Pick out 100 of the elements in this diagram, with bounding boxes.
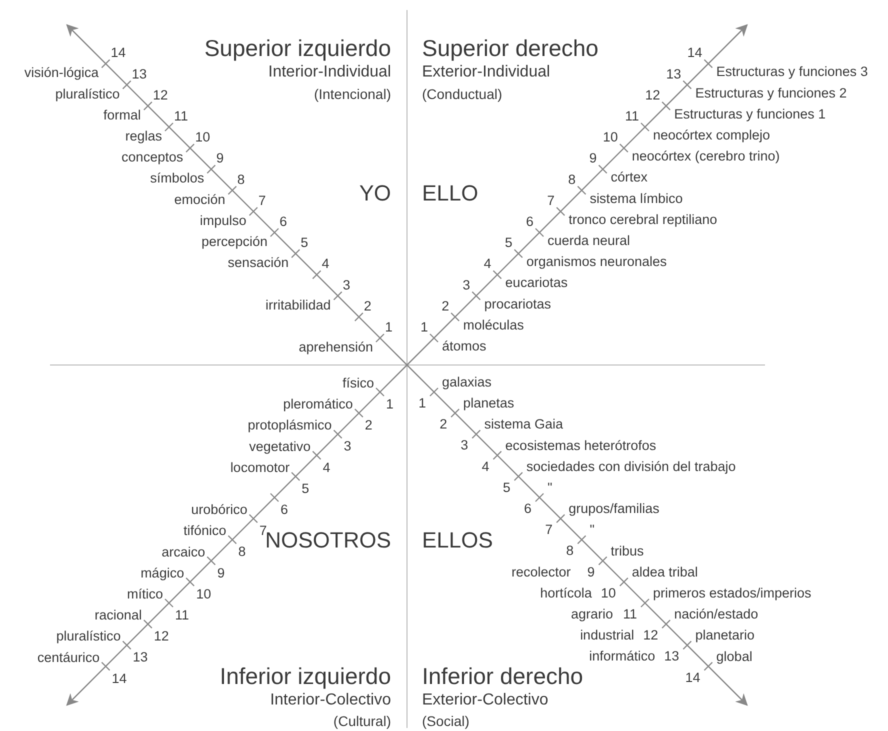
tick-number: 7: [545, 522, 553, 538]
stage-label: mítico: [126, 586, 163, 602]
quadrant-pronoun: YO: [359, 180, 391, 206]
stage-label: mágico: [140, 565, 184, 580]
tick-number: 8: [238, 544, 246, 560]
tick-number: 11: [174, 108, 188, 124]
tick-number: 4: [322, 256, 330, 272]
stage-label: físico: [342, 376, 374, 390]
stage-label: símbolos: [150, 170, 204, 186]
tick-number: 13: [132, 66, 147, 82]
tick-number: 1: [385, 320, 393, 334]
stage-label: reglas: [125, 128, 162, 144]
stage-label: informático: [589, 648, 656, 664]
quadrant-subtitle: Exterior-Individual: [422, 64, 550, 80]
tick-number: 3: [342, 277, 350, 292]
tick-number: 4: [484, 256, 492, 272]
quadrant-subtitle: Interior-Individual: [268, 64, 391, 80]
stage-label: primeros estados/imperios: [653, 586, 812, 600]
stage-label: neocórtex complejo: [653, 128, 770, 142]
tick-number: 13: [132, 650, 148, 665]
stage-label: urobórico: [191, 502, 248, 518]
stage-label: agrario: [570, 606, 613, 622]
tick-number: 13: [664, 648, 680, 664]
tick-number: 1: [418, 396, 426, 410]
tick-number: 7: [547, 192, 555, 208]
quadrant-title: Superior derecho: [422, 35, 598, 61]
stage-label: visión-lógica: [24, 65, 99, 80]
tick-number: 14: [112, 670, 127, 686]
stage-label: átomos: [442, 338, 486, 354]
tick-number: 7: [259, 523, 267, 538]
stage-label: sistema Gaia: [484, 416, 563, 432]
stage-label: ecosistemas heterótrofos: [505, 438, 656, 453]
stage-label: aldea tribal: [632, 564, 698, 580]
stage-label: tribus: [610, 543, 644, 558]
stage-label: galaxias: [442, 374, 492, 390]
tick-number: 12: [645, 87, 660, 102]
quadrant-title: Superior izquierdo: [204, 35, 391, 61]
tick-number: 10: [600, 585, 616, 600]
tick-number: 6: [280, 502, 288, 517]
tick-number: 10: [195, 130, 210, 145]
tick-number: 8: [568, 172, 576, 187]
stage-label: arcaico: [162, 544, 206, 560]
tick-number: 10: [196, 586, 212, 602]
stage-label: industrial: [580, 628, 634, 643]
stage-label: planetas: [463, 396, 514, 411]
tick-number: 1: [386, 396, 394, 412]
tick-number: 3: [462, 277, 470, 292]
stage-label: locomotor: [230, 460, 290, 475]
tick-number: 6: [526, 214, 534, 229]
quadrant-pronoun: ELLOS: [422, 528, 493, 552]
stage-label: emoción: [174, 192, 226, 207]
tick-number: 5: [502, 480, 510, 495]
tick-number: 9: [589, 150, 597, 166]
stage-label: tronco cerebral reptiliano: [568, 212, 718, 227]
stage-label: protoplásmico: [248, 418, 332, 433]
tick-number: 12: [154, 628, 169, 644]
stage-label: conceptos: [122, 150, 184, 165]
quadrant-title: Inferior izquierdo: [220, 663, 391, 689]
stage-label: racional: [94, 608, 142, 623]
tick-number: 6: [524, 501, 532, 516]
stage-label: sensación: [228, 255, 289, 270]
tick-number: 12: [643, 628, 658, 643]
quadrant-pronoun: ELLO: [422, 180, 478, 206]
tick-number: 14: [687, 45, 702, 60]
stage-label: irritabilidad: [266, 297, 331, 312]
stage-label: pluralístico: [55, 86, 120, 102]
tick-number: 2: [364, 418, 372, 433]
tick-number: 7: [258, 192, 266, 208]
quadrant-title: Inferior derecho: [422, 663, 584, 689]
stage-label: tifónico: [184, 523, 226, 538]
stage-label: recolector: [512, 564, 571, 580]
tick-number: 9: [216, 150, 224, 166]
tick-number: 3: [344, 438, 352, 454]
stage-label: ": [590, 522, 594, 538]
tick-number: 5: [300, 235, 308, 250]
tick-number: 3: [460, 438, 468, 453]
stage-label: vegetativo: [249, 438, 311, 454]
tick-number: 13: [666, 66, 682, 82]
tick-number: 4: [482, 458, 490, 474]
quadrant-subtitle: (Intencional): [314, 86, 391, 102]
quadrant-subtitle: (Social): [422, 713, 470, 729]
stage-label: percepción: [201, 234, 268, 249]
tick-number: 2: [440, 416, 448, 432]
stage-label: neocórtex (cerebro trino): [632, 148, 780, 164]
tick-number: 11: [175, 608, 190, 622]
stage-label: aprehensión: [298, 340, 373, 354]
stage-label: hortícola: [540, 585, 592, 600]
tick-number: 4: [322, 460, 330, 475]
quadrant-pronoun: NOSOTROS: [265, 528, 391, 552]
stage-label: Estructuras y funciones 2: [695, 85, 847, 100]
stage-label: procariotas: [484, 296, 551, 312]
stage-label: planetario: [695, 628, 754, 643]
quadrant-subtitle: (Conductual): [422, 86, 502, 102]
tick-number: 2: [364, 298, 372, 314]
tick-number: 2: [442, 298, 450, 314]
stage-label: grupos/familias: [568, 501, 660, 516]
stage-label: Estructuras y funciones 1: [674, 106, 826, 122]
tick-number: 8: [237, 172, 245, 187]
stage-label: formal: [103, 107, 141, 122]
tick-number: 12: [152, 87, 168, 102]
